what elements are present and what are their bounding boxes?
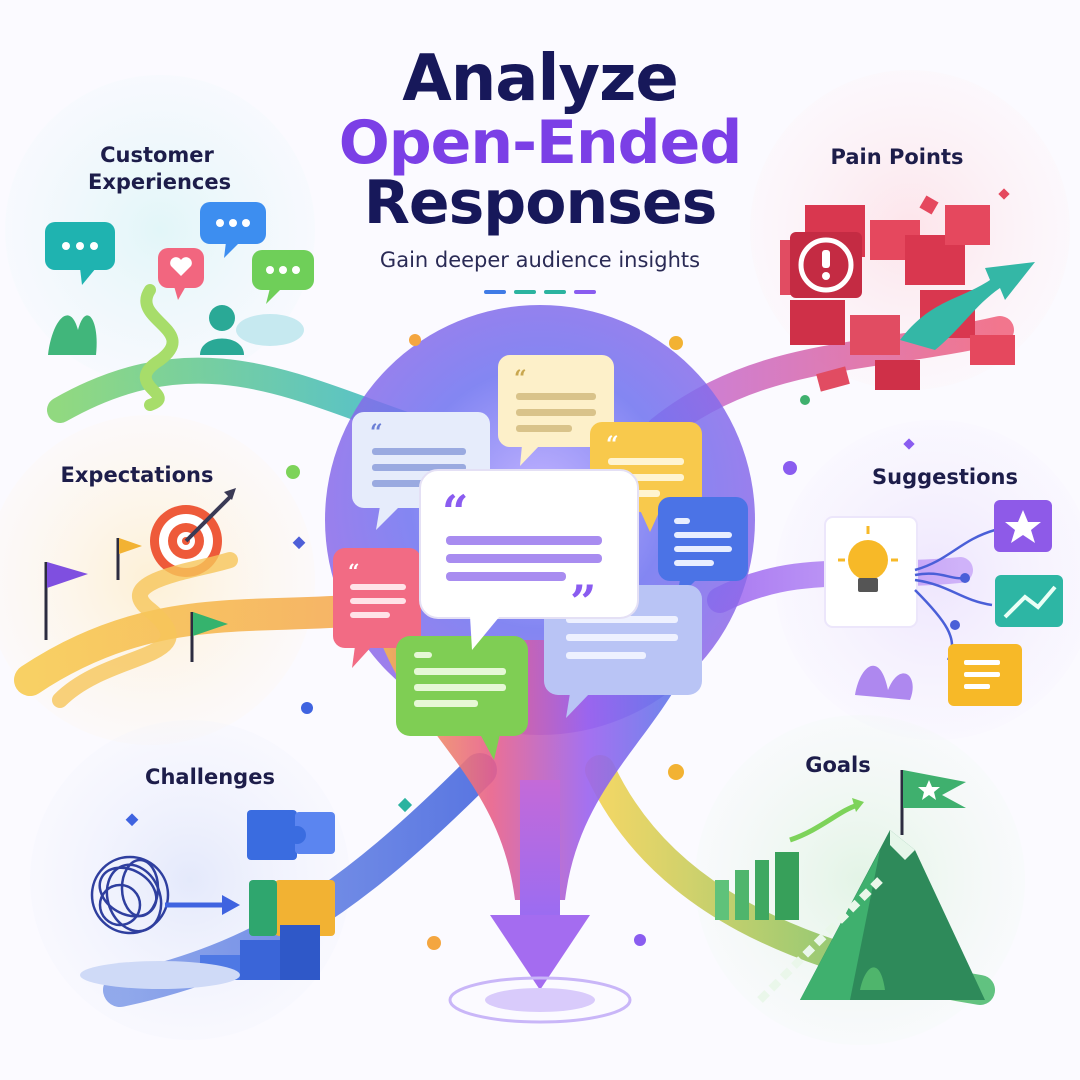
svg-text:“: “ xyxy=(442,485,468,539)
title-line-1: Analyze xyxy=(402,42,679,116)
suggestions-illustration xyxy=(824,500,1063,706)
goals-illustration xyxy=(715,770,985,1003)
puzzle-blue-icon xyxy=(247,810,335,860)
svg-text:“: “ xyxy=(348,559,360,583)
lightbulb-icon xyxy=(824,516,918,628)
expectations-illustration xyxy=(44,488,238,708)
person-icon xyxy=(200,305,244,355)
warning-icon xyxy=(790,232,862,298)
flag-green-icon xyxy=(190,612,228,662)
puzzle-green-icon xyxy=(249,880,277,936)
svg-text:“: “ xyxy=(514,366,527,392)
flag-purple-icon xyxy=(44,562,88,640)
speech-bubble-green xyxy=(396,636,528,760)
theme-label-challenges: Challenges xyxy=(145,765,275,789)
chat-blue-icon xyxy=(200,202,266,258)
divider-dash-teal xyxy=(514,290,536,294)
chat-teal-icon xyxy=(45,222,115,285)
subtitle-divider xyxy=(484,290,596,294)
challenges-illustration xyxy=(80,810,335,989)
customer-experiences-illustration xyxy=(45,202,314,411)
growth-card-icon xyxy=(995,575,1063,627)
chat-green-icon xyxy=(252,250,314,304)
title-line-3: Responses xyxy=(363,168,718,238)
response-bubbles: “ “ “ “ xyxy=(333,355,748,760)
divider-dash-blue xyxy=(484,290,506,294)
speech-bubble-cream: “ xyxy=(498,355,614,466)
note-card-icon xyxy=(948,644,1022,706)
svg-text:“: “ xyxy=(370,420,383,446)
pain-points-illustration xyxy=(780,195,1035,392)
decorative-dots xyxy=(125,188,1010,950)
theme-label-expectations: Expectations xyxy=(60,463,214,487)
divider-dash-teal-2 xyxy=(544,290,566,294)
flag-goal-icon xyxy=(900,770,966,835)
star-card-icon xyxy=(994,500,1052,552)
theme-label-pain-points: Pain Points xyxy=(830,145,964,169)
tangle-icon xyxy=(90,855,170,935)
subtitle: Gain deeper audience insights xyxy=(379,248,701,272)
chat-heart-icon xyxy=(158,248,204,300)
theme-label-goals: Goals xyxy=(805,753,871,777)
theme-label-suggestions: Suggestions xyxy=(872,465,1018,489)
title-line-2: Open-Ended xyxy=(338,108,743,178)
theme-label-customer-experiences: Customer Experiences xyxy=(88,143,232,194)
speech-bubble-main: “ ” xyxy=(419,469,639,650)
divider-dash-purple xyxy=(574,290,596,294)
speech-bubble-pink: “ xyxy=(333,548,421,668)
svg-text:“: “ xyxy=(606,432,619,458)
svg-text:”: ” xyxy=(570,575,596,629)
flag-yellow-icon xyxy=(116,538,142,580)
